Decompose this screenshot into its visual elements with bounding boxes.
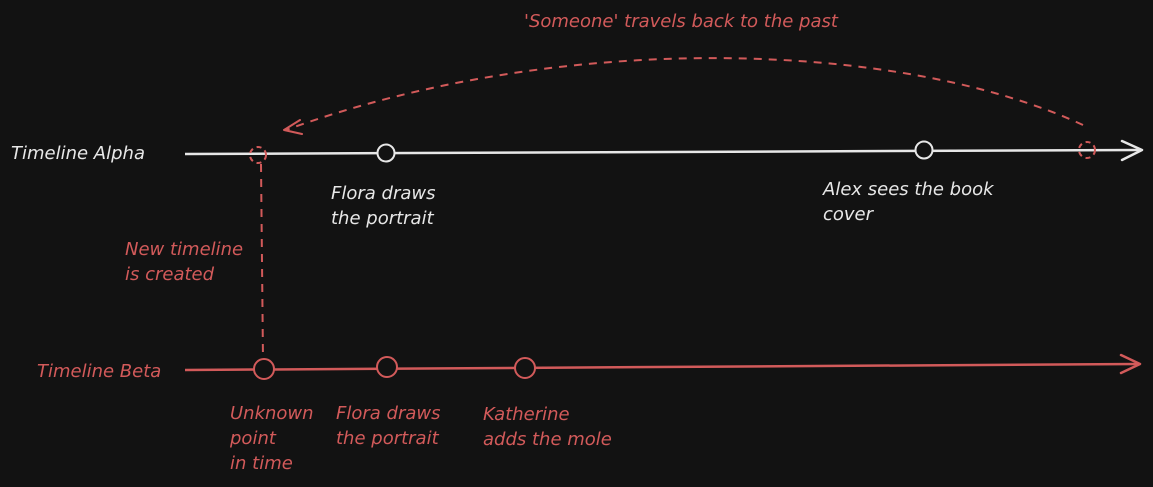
branch-label: is created (125, 264, 215, 285)
alpha-event-marker (376, 143, 396, 163)
alpha-event-label: Flora draws (331, 183, 435, 204)
beta-event-label: Unknown (230, 403, 314, 424)
alpha-event-label: cover (823, 204, 875, 225)
timeline-alpha-line (184, 148, 1141, 156)
time-travel-arrowhead (283, 119, 303, 135)
beta-event-label: Flora draws (336, 403, 440, 424)
timeline-beta-line (184, 362, 1139, 372)
beta-event-marker (376, 356, 398, 378)
beta-event-marker (253, 358, 275, 380)
timeline-alpha-label: Timeline Alpha (11, 143, 145, 164)
alpha-event-marker (914, 140, 934, 160)
beta-event-label: in time (230, 453, 293, 474)
beta-event-label: Katherine (483, 404, 570, 425)
beta-event-label: adds the mole (483, 429, 612, 450)
time-travel-arc (285, 57, 1084, 131)
alpha-event-label: the portrait (331, 208, 435, 229)
alpha-departure-marker (249, 146, 267, 164)
timeline-beta-label: Timeline Beta (37, 361, 161, 382)
beta-event-label: the portrait (336, 428, 440, 449)
branch-connector (260, 163, 264, 361)
timeline-beta-arrowhead (1119, 353, 1142, 375)
alpha-origin-marker (1078, 141, 1096, 159)
time-travel-caption: 'Someone' travels back to the past (524, 11, 839, 32)
branch-label: New timeline (125, 239, 243, 260)
beta-event-label: point (229, 428, 277, 449)
timeline-alpha-arrowhead (1120, 139, 1144, 162)
alpha-event-label: Alex sees the book (822, 179, 995, 200)
beta-event-marker (514, 357, 536, 379)
